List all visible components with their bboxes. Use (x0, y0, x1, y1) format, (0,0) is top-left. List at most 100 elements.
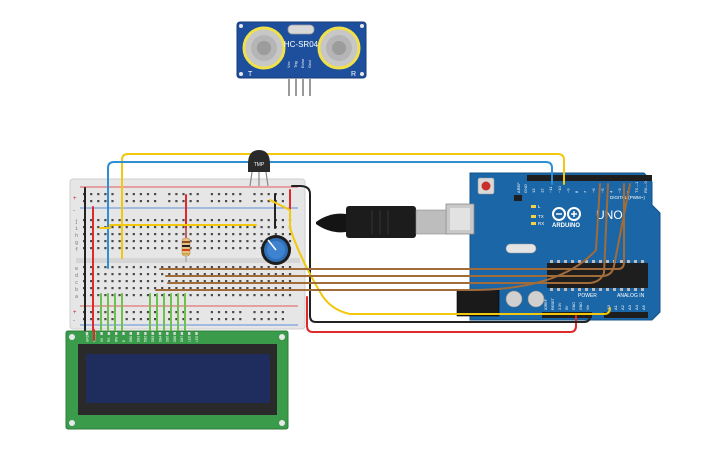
breadboard-hole[interactable] (253, 226, 256, 229)
rail-hole[interactable] (253, 318, 256, 321)
breadboard-hole[interactable] (281, 266, 284, 269)
rail-hole[interactable] (210, 200, 213, 203)
breadboard-hole[interactable] (111, 266, 114, 269)
breadboard-hole[interactable] (161, 266, 164, 269)
breadboard-hole[interactable] (217, 294, 221, 297)
rail-hole[interactable] (175, 311, 178, 314)
breadboard-hole[interactable] (139, 240, 142, 243)
breadboard-hole[interactable] (253, 280, 256, 283)
rail-hole[interactable] (104, 311, 107, 314)
breadboard-hole[interactable] (161, 273, 164, 276)
breadboard-hole[interactable] (225, 273, 228, 276)
rail-hole[interactable] (168, 200, 171, 203)
lcd-pin[interactable] (115, 332, 118, 335)
breadboard-hole[interactable] (253, 219, 256, 222)
breadboard-hole[interactable] (203, 233, 206, 236)
breadboard-hole[interactable] (203, 247, 206, 250)
lcd-pin[interactable] (136, 332, 140, 335)
breadboard-hole[interactable] (111, 233, 114, 236)
rail-hole[interactable] (267, 200, 270, 203)
breadboard-hole[interactable] (146, 219, 150, 222)
rail-hole[interactable] (139, 318, 142, 321)
breadboard-hole[interactable] (132, 247, 135, 250)
breadboard-hole[interactable] (239, 294, 242, 297)
lcd-pin[interactable] (173, 332, 176, 335)
rail-hole[interactable] (281, 200, 284, 203)
breadboard-hole[interactable] (217, 233, 221, 236)
breadboard-hole[interactable] (225, 226, 228, 229)
breadboard-hole[interactable] (253, 233, 256, 236)
rail-hole[interactable] (260, 200, 263, 203)
lcd-pin[interactable] (151, 332, 154, 335)
breadboard-hole[interactable] (239, 240, 242, 243)
lcd-pin[interactable] (144, 332, 147, 335)
breadboard-hole[interactable] (118, 226, 121, 229)
breadboard-hole[interactable] (225, 280, 228, 283)
usb-cable[interactable] (316, 206, 447, 238)
breadboard-hole[interactable] (154, 280, 157, 283)
rail-hole[interactable] (217, 311, 221, 314)
wire-yellow-analog[interactable] (269, 199, 611, 315)
wire-red-5v[interactable] (306, 296, 577, 333)
rail-hole[interactable] (232, 311, 235, 314)
breadboard-hole[interactable] (260, 273, 263, 276)
rail-hole[interactable] (239, 193, 242, 196)
breadboard-hole[interactable] (196, 219, 199, 222)
rail-hole[interactable] (239, 318, 242, 321)
breadboard-hole[interactable] (225, 219, 228, 222)
rail-hole[interactable] (154, 193, 157, 196)
breadboard-hole[interactable] (132, 219, 135, 222)
breadboard-hole[interactable] (175, 219, 178, 222)
breadboard-hole[interactable] (161, 233, 164, 236)
breadboard-hole[interactable] (97, 226, 100, 229)
rail-hole[interactable] (253, 200, 256, 203)
wire-yellow-short[interactable] (99, 224, 257, 229)
breadboard-hole[interactable] (118, 287, 121, 290)
breadboard-hole[interactable] (253, 240, 256, 243)
rail-hole[interactable] (97, 193, 100, 196)
breadboard-hole[interactable] (154, 240, 157, 243)
breadboard-hole[interactable] (267, 219, 270, 222)
rail-hole[interactable] (239, 311, 242, 314)
breadboard-hole[interactable] (175, 273, 178, 276)
breadboard-hole[interactable] (146, 280, 150, 283)
breadboard-hole[interactable] (161, 240, 164, 243)
breadboard-hole[interactable] (210, 226, 213, 229)
breadboard-hole[interactable] (175, 294, 178, 297)
breadboard-hole[interactable] (125, 273, 128, 276)
rail-hole[interactable] (104, 318, 107, 321)
breadboard-hole[interactable] (210, 219, 213, 222)
breadboard-hole[interactable] (288, 273, 292, 276)
breadboard-hole[interactable] (274, 280, 277, 283)
rail-hole[interactable] (232, 318, 235, 321)
breadboard-hole[interactable] (111, 280, 114, 283)
breadboard-hole[interactable] (182, 280, 185, 283)
rail-hole[interactable] (182, 200, 185, 203)
breadboard-hole[interactable] (203, 280, 206, 283)
breadboard-hole[interactable] (189, 273, 192, 276)
breadboard-hole[interactable] (239, 266, 242, 269)
breadboard-hole[interactable] (97, 233, 100, 236)
breadboard-hole[interactable] (260, 287, 263, 290)
breadboard-hole[interactable] (281, 219, 284, 222)
breadboard-hole[interactable] (239, 247, 242, 250)
breadboard-hole[interactable] (196, 226, 199, 229)
breadboard-hole[interactable] (239, 280, 242, 283)
breadboard-hole[interactable] (225, 266, 228, 269)
rail-hole[interactable] (189, 200, 192, 203)
temperature-sensor[interactable]: TMP (248, 150, 270, 187)
breadboard-hole[interactable] (225, 240, 228, 243)
breadboard-hole[interactable] (267, 233, 270, 236)
breadboard-hole[interactable] (225, 294, 228, 297)
breadboard-hole[interactable] (154, 247, 157, 250)
breadboard-hole[interactable] (182, 273, 185, 276)
breadboard-hole[interactable] (168, 219, 171, 222)
rail-hole[interactable] (139, 200, 142, 203)
breadboard-hole[interactable] (168, 273, 171, 276)
rail-hole[interactable] (217, 318, 221, 321)
rail-hole[interactable] (168, 318, 171, 321)
lcd-pin[interactable] (107, 332, 111, 335)
breadboard-hole[interactable] (125, 287, 128, 290)
breadboard-hole[interactable] (225, 287, 228, 290)
